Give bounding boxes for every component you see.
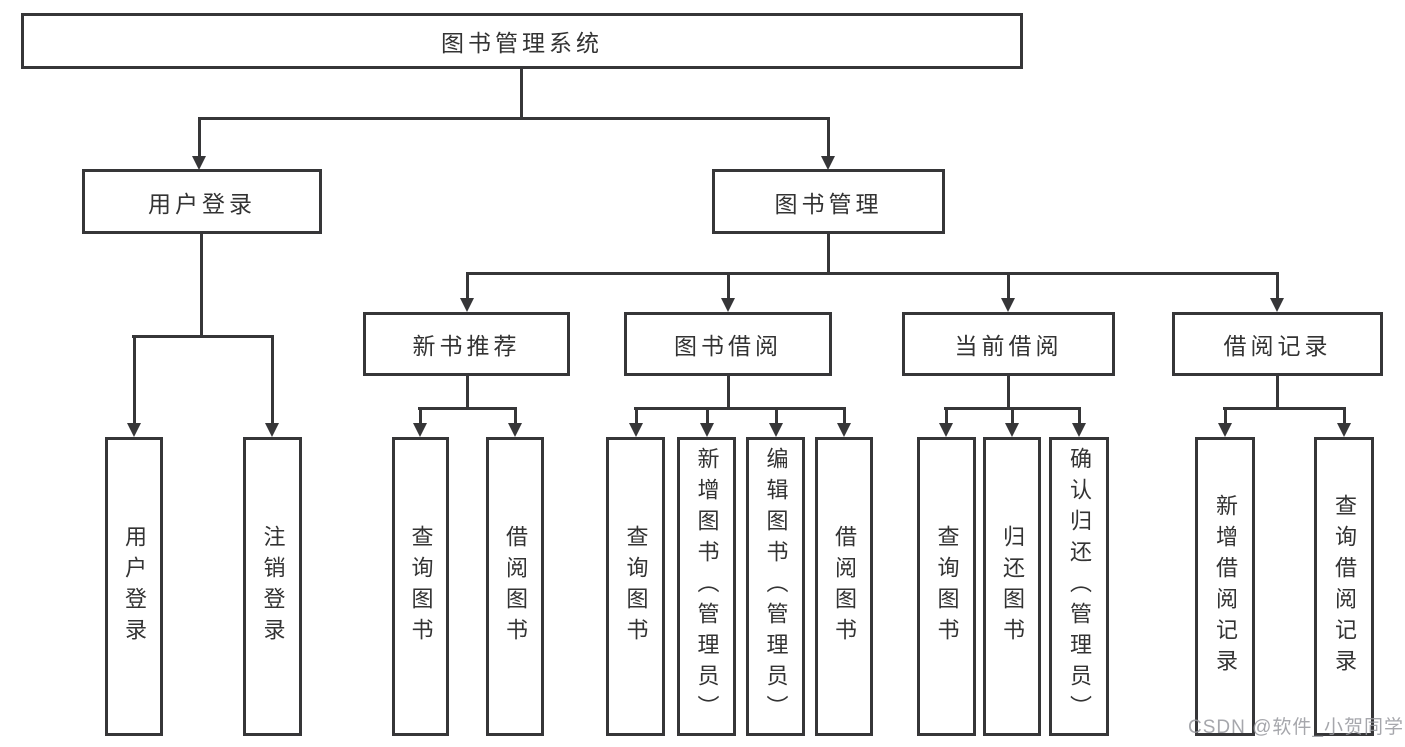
leaf-borrow-books-recommend: 借阅图书 bbox=[486, 437, 544, 736]
connector-user-login-drop bbox=[200, 233, 203, 337]
connector-stub-leaf bbox=[706, 407, 709, 423]
arrow-down-icon bbox=[1218, 423, 1232, 437]
leaf-edit-book-admin: 编辑图书（管理员） bbox=[746, 437, 805, 736]
arrow-down-icon bbox=[460, 298, 474, 312]
leaf-logout: 注销登录 bbox=[243, 437, 302, 736]
arrow-down-icon bbox=[837, 423, 851, 437]
leaf-query-borrow-record: 查询借阅记录 bbox=[1314, 437, 1374, 736]
node-root-system: 图书管理系统 bbox=[21, 13, 1023, 69]
arrow-down-icon bbox=[508, 423, 522, 437]
node-borrow-records: 借阅记录 bbox=[1172, 312, 1383, 376]
node-book-management: 图书管理 bbox=[712, 169, 945, 234]
connector-level1-rail bbox=[198, 117, 830, 120]
node-current-borrow: 当前借阅 bbox=[902, 312, 1115, 376]
leaf-add-borrow-record: 新增借阅记录 bbox=[1195, 437, 1255, 736]
arrow-down-icon bbox=[1072, 423, 1086, 437]
arrow-down-icon bbox=[1337, 423, 1351, 437]
connector-root-drop bbox=[520, 66, 523, 120]
csdn-watermark: CSDN @软件_小贺同学 bbox=[1188, 717, 1404, 738]
connector-stub-leaf bbox=[271, 335, 274, 423]
arrow-down-icon bbox=[413, 423, 427, 437]
connector-stub-user-login bbox=[198, 117, 201, 156]
connector-stub-leaf bbox=[1343, 407, 1346, 423]
arrow-down-icon bbox=[265, 423, 279, 437]
connector-stub-leaf bbox=[514, 407, 517, 423]
connector-stub-book-management bbox=[827, 117, 830, 156]
arrow-down-icon bbox=[821, 156, 835, 170]
node-user-login: 用户登录 bbox=[82, 169, 322, 234]
connector-stub-book-borrow bbox=[727, 272, 730, 298]
node-new-book-recommend: 新书推荐 bbox=[363, 312, 570, 376]
arrow-down-icon bbox=[629, 423, 643, 437]
connector-stub-leaf bbox=[945, 407, 948, 423]
leaf-user-login: 用户登录 bbox=[105, 437, 163, 736]
connector-stub-leaf bbox=[1078, 407, 1081, 423]
connector-current-borrow-drop bbox=[1007, 376, 1010, 409]
arrow-down-icon bbox=[1005, 423, 1019, 437]
connector-stub-leaf bbox=[843, 407, 846, 423]
arrow-down-icon bbox=[721, 298, 735, 312]
leaf-borrow-book: 借阅图书 bbox=[815, 437, 873, 736]
connector-stub-current-borrow bbox=[1007, 272, 1010, 298]
connector-stub-borrow-records bbox=[1276, 272, 1279, 298]
connector-stub-leaf bbox=[1224, 407, 1227, 423]
connector-stub-leaf bbox=[419, 407, 422, 423]
connector-book-borrow-rail bbox=[634, 407, 846, 410]
connector-borrow-records-drop bbox=[1276, 376, 1279, 409]
arrow-down-icon bbox=[700, 423, 714, 437]
connector-level2-rail bbox=[466, 272, 1279, 275]
connector-new-book-drop bbox=[466, 376, 469, 409]
connector-user-login-rail bbox=[132, 335, 274, 338]
arrow-down-icon bbox=[1270, 298, 1284, 312]
arrow-down-icon bbox=[192, 156, 206, 170]
connector-stub-leaf bbox=[775, 407, 778, 423]
connector-stub-leaf bbox=[635, 407, 638, 423]
arrow-down-icon bbox=[127, 423, 141, 437]
connector-book-borrow-drop bbox=[727, 376, 730, 409]
connector-stub-leaf bbox=[1011, 407, 1014, 423]
connector-borrow-records-rail bbox=[1223, 407, 1345, 410]
leaf-query-books-borrow: 查询图书 bbox=[606, 437, 665, 736]
arrow-down-icon bbox=[1001, 298, 1015, 312]
connector-new-book-rail bbox=[418, 407, 517, 410]
connector-book-management-drop bbox=[827, 233, 830, 275]
arrow-down-icon bbox=[939, 423, 953, 437]
node-book-borrow: 图书借阅 bbox=[624, 312, 832, 376]
leaf-confirm-return-admin: 确认归还（管理员） bbox=[1049, 437, 1109, 736]
connector-stub-leaf bbox=[133, 335, 136, 423]
leaf-query-books-recommend: 查询图书 bbox=[392, 437, 449, 736]
leaf-add-book-admin: 新增图书（管理员） bbox=[677, 437, 736, 736]
arrow-down-icon bbox=[769, 423, 783, 437]
connector-stub-new-book bbox=[466, 272, 469, 298]
leaf-return-book: 归还图书 bbox=[983, 437, 1041, 736]
leaf-query-books-current: 查询图书 bbox=[917, 437, 976, 736]
